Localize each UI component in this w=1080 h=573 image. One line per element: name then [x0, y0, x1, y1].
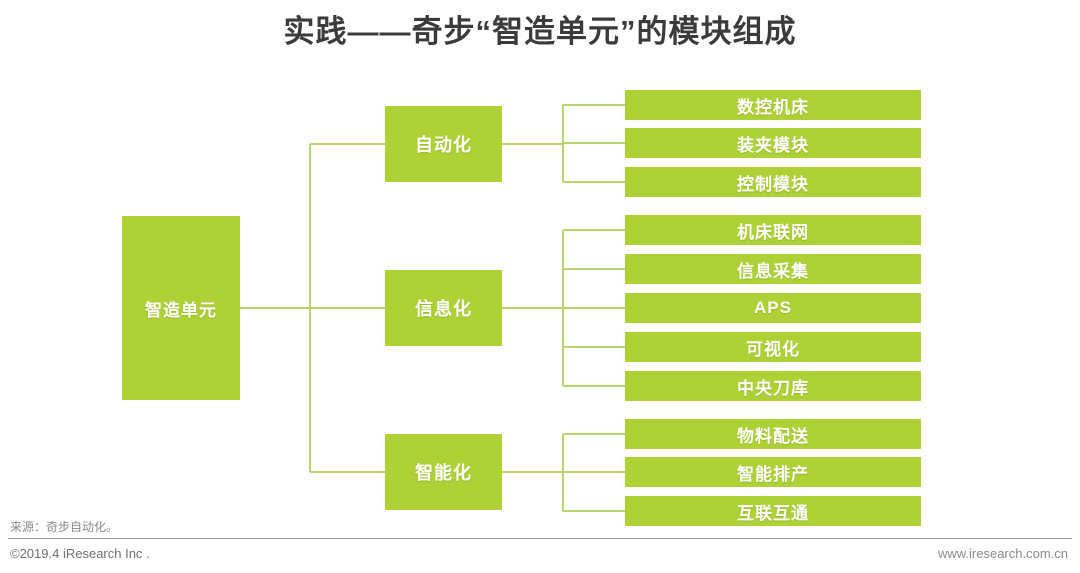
leaf-node-aps[interactable]: APS [625, 293, 921, 323]
root-node-smart-manufacturing-unit[interactable]: 智造单元 [122, 216, 240, 400]
leaf-node-fixture-module[interactable]: 装夹模块 [625, 128, 921, 158]
leaf-node-interconnection[interactable]: 互联互通 [625, 496, 921, 526]
leaf-node-material-delivery[interactable]: 物料配送 [625, 419, 921, 449]
leaf-node-machine-networking[interactable]: 机床联网 [625, 215, 921, 245]
website-link[interactable]: www.iresearch.com.cn [937, 546, 1068, 561]
footer-divider [8, 538, 1072, 539]
page-title: 实践——奇步“智造单元”的模块组成 [283, 14, 797, 49]
copyright-text: ©2019.4 iResearch Inc . [10, 546, 150, 561]
leaf-node-control-module[interactable]: 控制模块 [625, 167, 921, 197]
leaf-node-cnc-machine[interactable]: 数控机床 [625, 90, 921, 120]
leaf-node-intelligent-scheduling[interactable]: 智能排产 [625, 457, 921, 487]
module-composition-diagram: 智造单元 自动化 信息化 智能化 数控机床 装夹模块 控制模块 机床联网 信息采… [0, 70, 1080, 526]
leaf-node-visualization[interactable]: 可视化 [625, 332, 921, 362]
leaf-node-information-collection[interactable]: 信息采集 [625, 254, 921, 284]
branch-node-informatization[interactable]: 信息化 [385, 270, 502, 346]
branch-node-intelligentization[interactable]: 智能化 [385, 434, 502, 510]
source-note: 来源：奇步自动化。 [10, 520, 119, 534]
branch-node-automation[interactable]: 自动化 [385, 106, 502, 182]
diagram-connector-lines [240, 104, 625, 512]
footer: 来源：奇步自动化。 ©2019.4 iResearch Inc . www.ir… [0, 518, 1080, 573]
leaf-node-central-tool-magazine[interactable]: 中央刀库 [625, 371, 921, 401]
